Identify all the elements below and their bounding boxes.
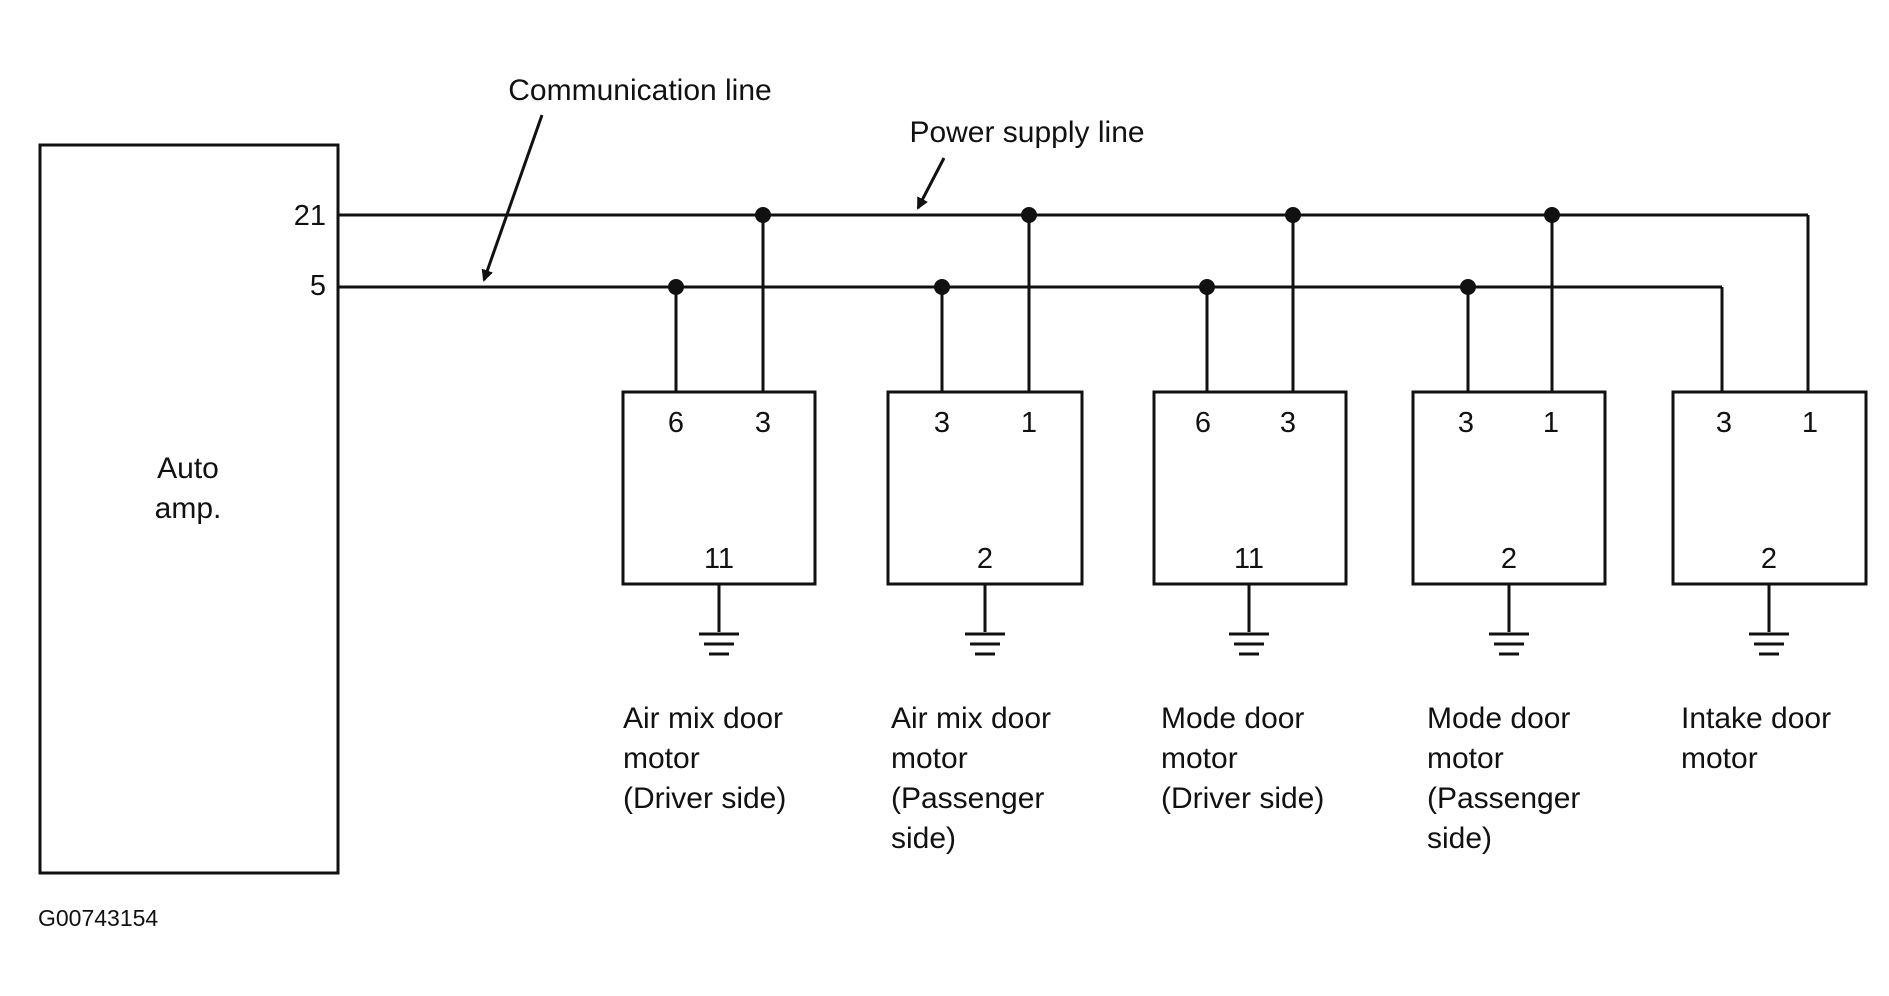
power-junction-dot [1021, 207, 1037, 223]
motor-label-line-2: motor [1427, 742, 1504, 775]
comm-pin-label: 3 [934, 407, 950, 439]
ground-symbol [1749, 632, 1789, 656]
ground-symbol [1229, 632, 1269, 656]
ground-pin-label: 2 [1761, 543, 1777, 575]
motor-intake-door: 3 1 2 Intake door motor [1671, 390, 1868, 775]
motor-label-line-1: Mode door [1427, 702, 1570, 735]
comm-junction-dot [934, 279, 950, 295]
motor-label-line-2: motor [891, 742, 968, 775]
comm-junction-dot [668, 279, 684, 295]
motor-label-line-1: Mode door [1161, 702, 1304, 735]
comm-pin-label: 6 [668, 407, 684, 439]
comm-pin-label: 3 [1716, 407, 1732, 439]
motor-label-line-3: (Passenger [891, 782, 1044, 815]
motor-label-line-2: motor [1161, 742, 1238, 775]
communication-line-label: Communication line [508, 74, 771, 107]
motor-label-line-1: Air mix door [891, 702, 1051, 735]
motor-label-line-3: (Driver side) [623, 782, 786, 815]
auto-amp-label-line-1: Auto [157, 452, 219, 485]
motor-mode-passenger: 3 1 2 Mode door motor (Passenger side) [1411, 207, 1607, 855]
ground-symbol [699, 632, 739, 656]
motor-label-line-4: side) [891, 822, 956, 855]
power-junction-dot [1285, 207, 1301, 223]
motor-box [1411, 390, 1607, 586]
power-pin-label: 1 [1543, 407, 1559, 439]
motor-label-line-2: motor [623, 742, 700, 775]
motor-label-line-4: side) [1427, 822, 1492, 855]
terminal-5-label: 5 [310, 270, 326, 302]
comm-pin-label: 6 [1195, 407, 1211, 439]
power-supply-line-arrow [916, 157, 946, 210]
auto-amp-box [38, 143, 340, 875]
ground-pin-label: 2 [977, 543, 993, 575]
comm-junction-dot [1199, 279, 1215, 295]
motor-label-line-1: Intake door [1681, 702, 1831, 735]
power-pin-label: 1 [1802, 407, 1818, 439]
communication-line-arrow [481, 114, 544, 282]
power-pin-label: 3 [1280, 407, 1296, 439]
motor-label-line-3: (Passenger [1427, 782, 1580, 815]
ground-symbol [1489, 632, 1529, 656]
power-junction-dot [755, 207, 771, 223]
motor-air-mix-driver: 6 3 11 Air mix door motor (Driver side) [621, 207, 817, 815]
power-pin-label: 3 [755, 407, 771, 439]
figure-code: G00743154 [38, 905, 158, 931]
ground-pin-label: 11 [1234, 543, 1264, 575]
auto-amp-label-line-2: amp. [155, 492, 222, 525]
power-junction-dot [1544, 207, 1560, 223]
comm-pin-label: 3 [1458, 407, 1474, 439]
motor-label-line-3: (Driver side) [1161, 782, 1324, 815]
motor-label-line-1: Air mix door [623, 702, 783, 735]
power-pin-label: 1 [1021, 407, 1037, 439]
terminal-21-label: 21 [294, 200, 326, 232]
power-supply-line-label: Power supply line [909, 116, 1144, 149]
ground-pin-label: 2 [1501, 543, 1517, 575]
auto-amp-unit: Auto amp. 21 5 [38, 143, 340, 875]
motor-mode-driver: 6 3 11 Mode door motor (Driver side) [1152, 207, 1348, 815]
motor-box [1152, 390, 1348, 586]
motor-air-mix-passenger: 3 1 2 Air mix door motor (Passenger side… [886, 207, 1084, 855]
comm-junction-dot [1460, 279, 1476, 295]
ground-pin-label: 11 [704, 543, 734, 575]
motor-label-line-2: motor [1681, 742, 1758, 775]
ground-symbol [965, 632, 1005, 656]
motor-box [1671, 390, 1868, 586]
